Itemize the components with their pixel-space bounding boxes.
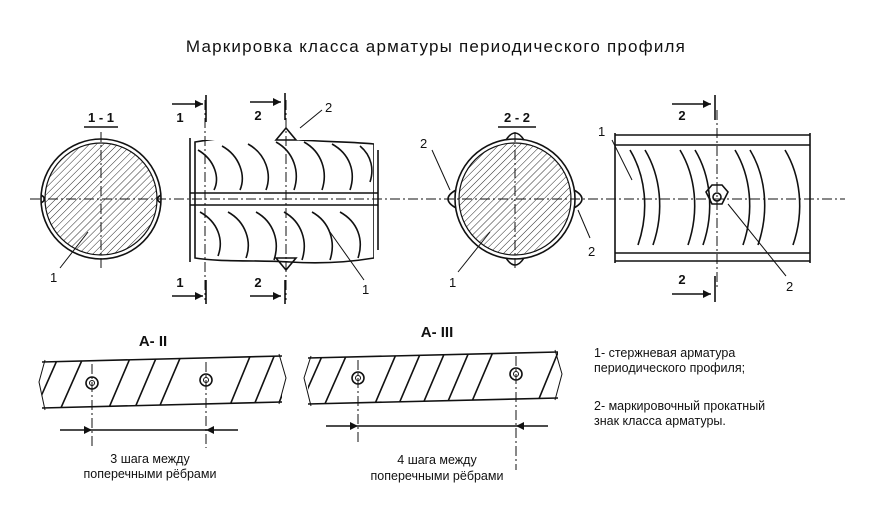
svg-text:1: 1 [176, 110, 183, 125]
pitch-note-a3-line2: поперечными рёбрами [371, 469, 504, 483]
section-label-2-2: 2 - 2 [504, 110, 530, 125]
callout-1: 1 [449, 275, 456, 290]
cut-mark-2-bottom: 2 [250, 275, 286, 304]
callout-2: 2 [786, 279, 793, 294]
leader-line [577, 209, 591, 239]
grade-a2-bar: А- II 3 шага между поперечными рёбрами [38, 333, 287, 481]
marking-knob-right [573, 189, 583, 209]
legend-item-2-line1: 2- маркировочный прокатный [594, 399, 765, 413]
pitch-note-a2-line2: поперечными рёбрами [84, 467, 217, 481]
callout-1: 1 [50, 270, 57, 285]
leader-line [457, 231, 491, 273]
leader-line [329, 231, 365, 281]
callout-1: 1 [598, 124, 605, 139]
svg-text:2: 2 [254, 108, 261, 123]
grade-a3-label: А- III [421, 324, 454, 341]
legend-item-2-line2: знак класса арматуры. [594, 414, 726, 428]
leader-line [299, 109, 323, 129]
pitch-note-a3-line1: 4 шага между [397, 453, 477, 467]
legend-item-1-line2: периодического профиля; [594, 361, 745, 375]
grade-a2-label: А- II [139, 333, 167, 350]
diagram-title: Маркировка класса арматуры периодическог… [186, 37, 686, 56]
leader-line [59, 231, 89, 269]
legend: 1- стержневая арматура периодического пр… [594, 346, 765, 428]
svg-text:2: 2 [678, 108, 685, 123]
svg-text:2: 2 [678, 272, 685, 287]
section-label-1-1: 1 - 1 [88, 110, 114, 125]
leader-line [431, 149, 451, 191]
side-view-2: 2 2 1 2 [598, 95, 811, 302]
callout-2: 2 [420, 136, 427, 151]
leader-line [727, 203, 787, 277]
cut-mark-2-top: 2 [672, 95, 716, 123]
grade-a3-bar: А- III 4 шага между поперечными рёбрами [303, 324, 563, 483]
pitch-note-a2-line1: 3 шага между [110, 452, 190, 466]
marking-knob [705, 184, 729, 205]
cut-mark-1-bottom: 1 [172, 275, 207, 304]
cut-mark-2-top: 2 [250, 93, 286, 123]
section-2-2: 2 - 2 2 2 1 [420, 110, 595, 290]
callout-2: 2 [325, 100, 332, 115]
side-view-1: 1 2 1 2 2 1 [172, 93, 379, 304]
callout-1: 1 [362, 282, 369, 297]
marking-knob-left [447, 189, 457, 209]
callout-2: 2 [588, 244, 595, 259]
section-1-1: 1 - 1 1 [40, 110, 162, 285]
longitudinal-ribs [40, 194, 162, 204]
svg-text:2: 2 [254, 275, 261, 290]
legend-item-1-line1: 1- стержневая арматура [594, 346, 735, 360]
svg-text:1: 1 [176, 275, 183, 290]
cut-mark-1-top: 1 [172, 95, 207, 125]
cut-mark-2-bottom: 2 [672, 272, 716, 302]
leader-line [611, 139, 633, 181]
